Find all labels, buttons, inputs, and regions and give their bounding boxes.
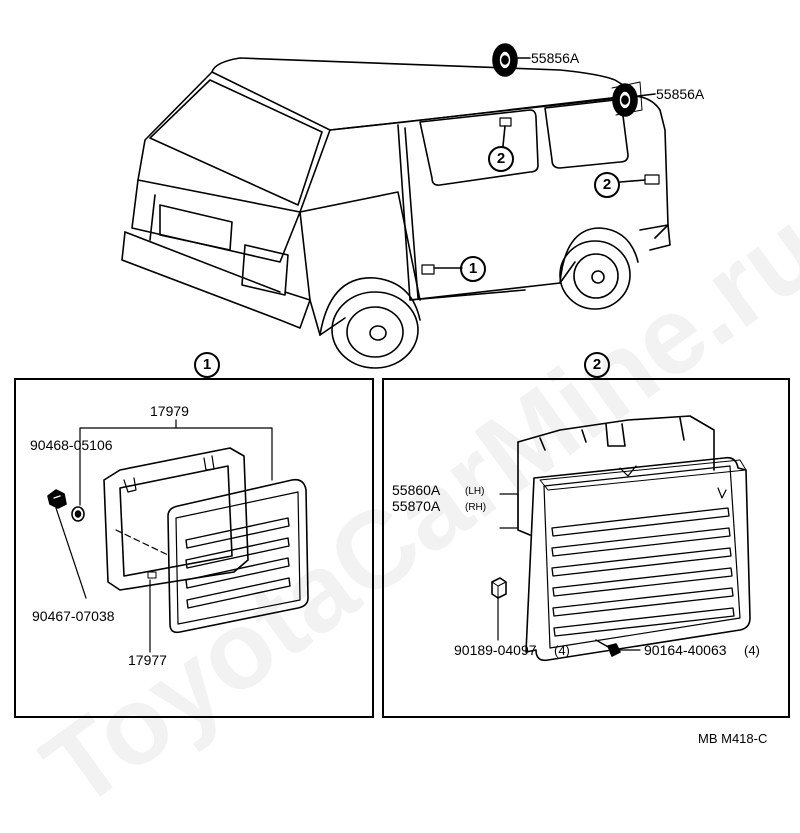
van-illustration <box>47 43 751 662</box>
part-label-90189-04097: 90189-04097 <box>454 642 537 658</box>
van-roof <box>211 57 629 89</box>
part-label-55870A: 55870A <box>392 498 441 514</box>
detail-panel-2 <box>382 378 790 718</box>
screw-90467-07038 <box>47 489 67 509</box>
gasket-17977 <box>103 447 249 591</box>
van-front-wheel-arch <box>319 277 421 336</box>
detail-panel-1 <box>14 378 374 718</box>
nut-90189-04097 <box>491 577 507 599</box>
callout-circle-1-van: 1 <box>460 256 486 282</box>
part-label-90467-07038: 90467-07038 <box>32 608 115 624</box>
louver-frame <box>525 456 751 662</box>
side-vent-door <box>421 264 435 275</box>
van-bumper <box>121 231 311 329</box>
panel-1-index: 1 <box>194 352 220 378</box>
part-label-90468-05106: 90468-05106 <box>30 437 113 453</box>
side-vent-rear <box>644 174 660 185</box>
parts-diagram: ToyotaCarMine.ru <box>14 43 800 831</box>
van-front <box>131 179 301 263</box>
part-qty-bolt: (4) <box>744 643 760 658</box>
part-label-90164-40063: 90164-40063 <box>644 642 727 658</box>
grille-17979 <box>167 478 309 634</box>
part-label-lh: (LH) <box>465 486 485 497</box>
van-side <box>299 211 321 336</box>
van-front-wheel <box>331 291 419 369</box>
van-side-window-front <box>419 109 539 186</box>
van-rear-wheel <box>559 240 631 310</box>
louver-slats <box>551 507 735 637</box>
bolt-90164-40063 <box>595 639 621 657</box>
part-label-17979: 17979 <box>150 403 189 419</box>
part-label-rh: (RH) <box>465 502 487 513</box>
part-qty-nut: (4) <box>554 643 570 658</box>
callout-roof-vent-front: 55856A <box>531 50 580 66</box>
roof-vent-rear <box>611 81 643 117</box>
van-headlamp <box>241 244 289 296</box>
louver-housing <box>517 415 715 471</box>
diagram-reference-code: MB M418-C <box>698 731 768 746</box>
part-label-17977: 17977 <box>128 652 167 668</box>
roof-vent-front <box>492 43 518 77</box>
part-label-55860A: 55860A <box>392 482 441 498</box>
panel-2-index: 2 <box>584 352 610 378</box>
callout-circle-2-rear: 2 <box>594 172 620 198</box>
van-rear-wheel-arch <box>559 227 639 284</box>
clip-90468-05106 <box>71 506 85 522</box>
van-windshield <box>137 71 331 213</box>
grille-louvers <box>185 517 291 609</box>
side-vent-window <box>499 117 512 127</box>
callout-circle-2-window: 2 <box>488 146 514 172</box>
callout-roof-vent-rear: 55856A <box>656 86 705 102</box>
